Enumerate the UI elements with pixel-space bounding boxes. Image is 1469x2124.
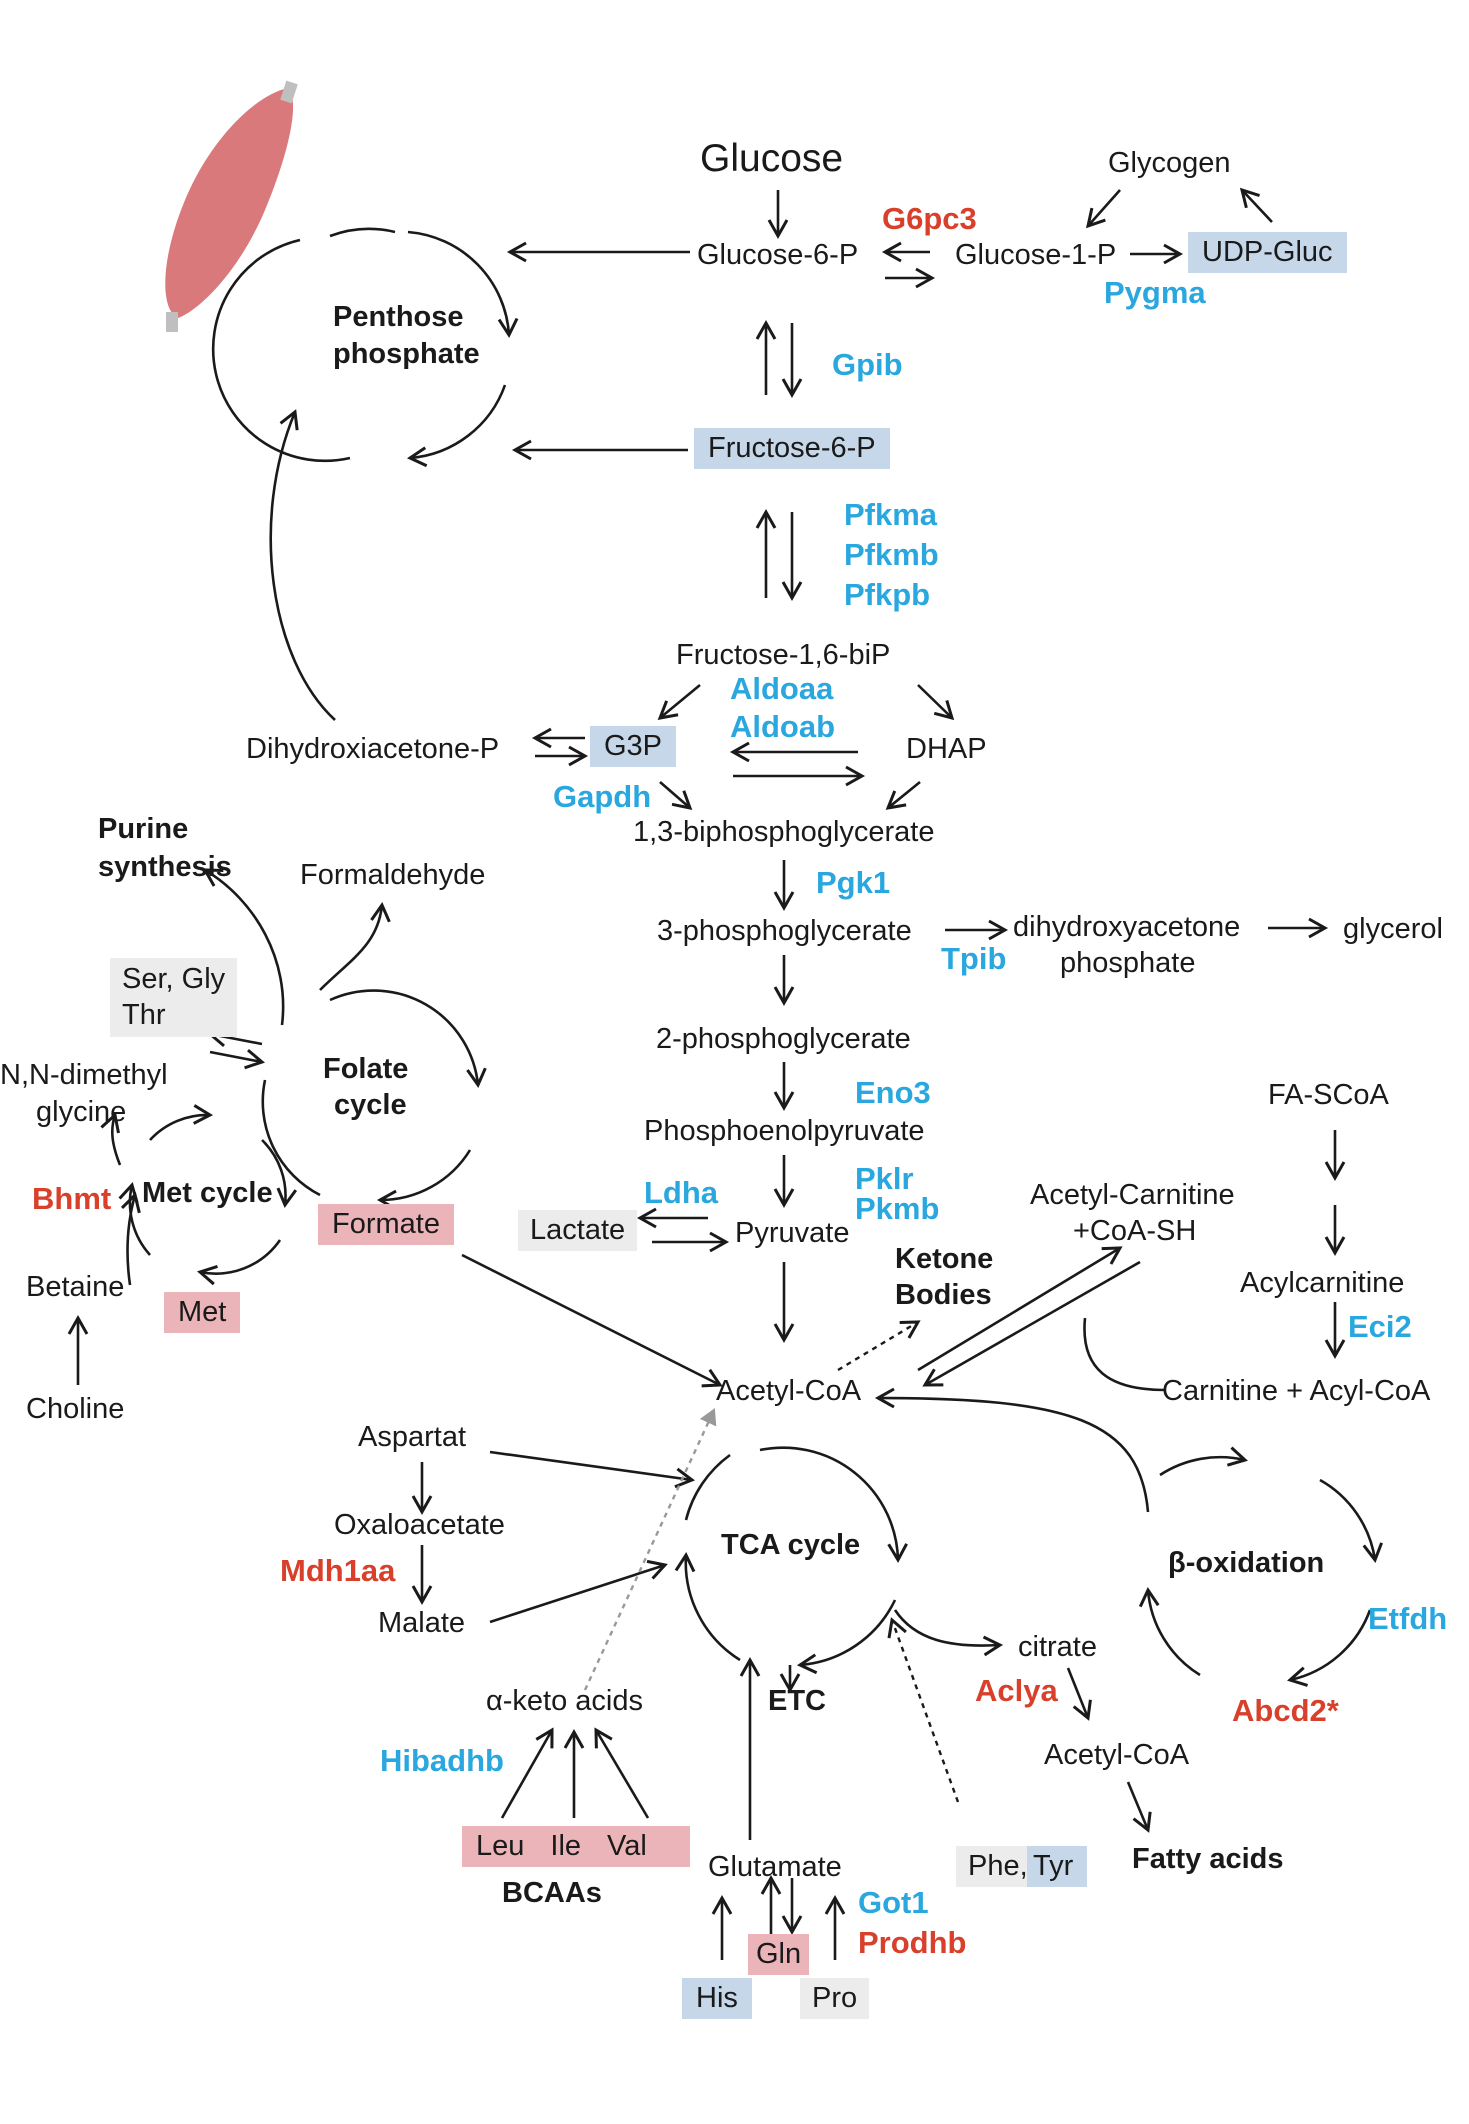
mdh1aa-enzyme: Mdh1aa (280, 1553, 396, 1588)
tca-label: TCA cycle (721, 1529, 861, 1561)
tca-cycle-ring (674, 1446, 908, 1675)
ser-gly-thr-box: Ser, Gly Thr (110, 958, 238, 1037)
pygma-enzyme: Pygma (1104, 275, 1206, 310)
dhap-long-label-1: dihydroxyacetone (1013, 911, 1241, 943)
pfkma-enzyme: Pfkma (844, 497, 938, 532)
etc-label: ETC (768, 1685, 826, 1717)
folate-label-2: cycle (334, 1089, 407, 1121)
eno3-enzyme: Eno3 (855, 1075, 931, 1110)
bcaas-label: BCAAs (502, 1877, 602, 1909)
val-label: Val (607, 1830, 647, 1862)
pgk1-enzyme: Pgk1 (816, 865, 891, 900)
formaldehyde-label: Formaldehyde (300, 859, 486, 891)
carnitine-acylcoa-label: Carnitine + Acyl-CoA (1162, 1375, 1431, 1407)
abcd2-enzyme: Abcd2* (1232, 1693, 1339, 1728)
purine-label-2: synthesis (98, 851, 232, 883)
malate-label: Malate (378, 1607, 466, 1639)
acetyl-carnitine-label-1: Acetyl-Carnitine (1030, 1179, 1235, 1211)
pfkpb-enzyme: Pfkpb (844, 577, 931, 612)
pg2-label: 2-phosphoglycerate (656, 1023, 911, 1055)
ketone-label-1: Ketone (895, 1243, 994, 1275)
dotted-arrows (837, 1320, 960, 1803)
acetyl-carnitine-label-2: +CoA-SH (1073, 1215, 1197, 1247)
met-cycle-label: Met cycle (142, 1177, 273, 1209)
ser-gly-label: Ser, Gly (122, 963, 226, 995)
pklr-enzyme: Pklr (855, 1161, 914, 1196)
lactate-box: Lactate (518, 1210, 638, 1251)
aspartat-label: Aspartat (358, 1421, 466, 1453)
thr-label: Thr (122, 999, 166, 1032)
pentose-label-1: Penthose (333, 301, 464, 333)
udp-gluc-box: UDP-Gluc (1188, 232, 1347, 273)
choline-label: Choline (26, 1393, 125, 1425)
glycogen-label: Glycogen (1108, 147, 1231, 179)
f6p-box: Fructose-6-P (694, 428, 890, 469)
prodhb-enzyme: Prodhb (858, 1925, 967, 1960)
beta-ox-label: β-oxidation (1168, 1547, 1325, 1579)
bcaa-box: Leu Ile Val (462, 1826, 690, 1867)
aldoaa-enzyme: Aldoaa (730, 671, 834, 706)
eci2-enzyme: Eci2 (1348, 1309, 1412, 1344)
g1p-label: Glucose-1-P (955, 239, 1117, 271)
phe-box: Phe, (956, 1846, 1032, 1887)
muscle-icon (165, 80, 298, 332)
gapdh-enzyme: Gapdh (553, 779, 652, 814)
bhmt-enzyme: Bhmt (32, 1181, 112, 1216)
g6pc3-enzyme: G6pc3 (882, 201, 977, 236)
met-box: Met (164, 1292, 241, 1333)
acylcarnitine-label: Acylcarnitine (1240, 1267, 1405, 1299)
ketone-label-2: Bodies (895, 1279, 992, 1311)
his-box: His (682, 1978, 752, 2019)
dhap-long-label-2: phosphate (1060, 947, 1196, 979)
oxaloacetate-label: Oxaloacetate (334, 1509, 505, 1541)
dimethyl-label-1: N,N-dimethyl (0, 1059, 168, 1091)
aldoab-enzyme: Aldoab (730, 709, 836, 744)
keto-acid-dotted-arrow (583, 1408, 717, 1691)
alpha-keto-label: α-keto acids (486, 1685, 643, 1717)
fa-scoa-label: FA-SCoA (1268, 1079, 1389, 1111)
bpg13-label: 1,3-biphosphoglycerate (633, 816, 935, 848)
glutamate-label: Glutamate (708, 1851, 842, 1883)
citrate-label: citrate (1018, 1631, 1097, 1663)
hibadhb-enzyme: Hibadhb (380, 1743, 504, 1778)
folate-cycle-ring (261, 989, 487, 1211)
tyr-box: Tyr (1027, 1846, 1088, 1887)
pentose-label-2: phosphate (333, 338, 480, 370)
g3p-box: G3P (590, 726, 677, 767)
pyruvate-label: Pyruvate (735, 1217, 850, 1249)
pentose-cycle-ring (211, 227, 519, 468)
acetyl-coa2-label: Acetyl-CoA (1044, 1739, 1190, 1771)
gpib-enzyme: Gpib (832, 347, 903, 382)
reaction-arrows (67, 187, 1346, 1960)
pep-label: Phosphoenolpyruvate (644, 1115, 925, 1147)
f16bp-label: Fructose-1,6-biP (676, 639, 891, 671)
pro-box: Pro (800, 1978, 870, 2019)
dhap-label: DHAP (906, 733, 987, 765)
beta-oxidation-ring (1138, 1446, 1383, 1687)
ile-label: Ile (550, 1830, 582, 1862)
dimethyl-label-2: glycine (36, 1096, 127, 1128)
gln-box: Gln (748, 1934, 810, 1975)
purine-label-1: Purine (98, 813, 189, 845)
leu-label: Leu (476, 1830, 525, 1862)
glycerol-label: glycerol (1343, 913, 1443, 945)
pg3-label: 3-phosphoglycerate (657, 915, 912, 947)
betaine-label: Betaine (26, 1271, 125, 1303)
pfkmb-enzyme: Pfkmb (844, 537, 939, 572)
dihydroxiacetone-p-label: Dihydroxiacetone-P (246, 733, 500, 765)
pkmb-enzyme: Pkmb (855, 1191, 940, 1226)
formate-box: Formate (318, 1204, 454, 1245)
ldha-enzyme: Ldha (644, 1175, 719, 1210)
tpib-enzyme: Tpib (941, 941, 1007, 976)
folate-label-1: Folate (323, 1053, 409, 1085)
glucose-label: Glucose (700, 137, 844, 180)
g6p-label: Glucose-6-P (697, 239, 859, 271)
got1-enzyme: Got1 (858, 1885, 929, 1920)
aclya-enzyme: Aclya (975, 1673, 1058, 1708)
etfdh-enzyme: Etfdh (1368, 1601, 1448, 1636)
acetyl-coa-label: Acetyl-CoA (716, 1375, 862, 1407)
fatty-acids-label: Fatty acids (1132, 1843, 1284, 1875)
